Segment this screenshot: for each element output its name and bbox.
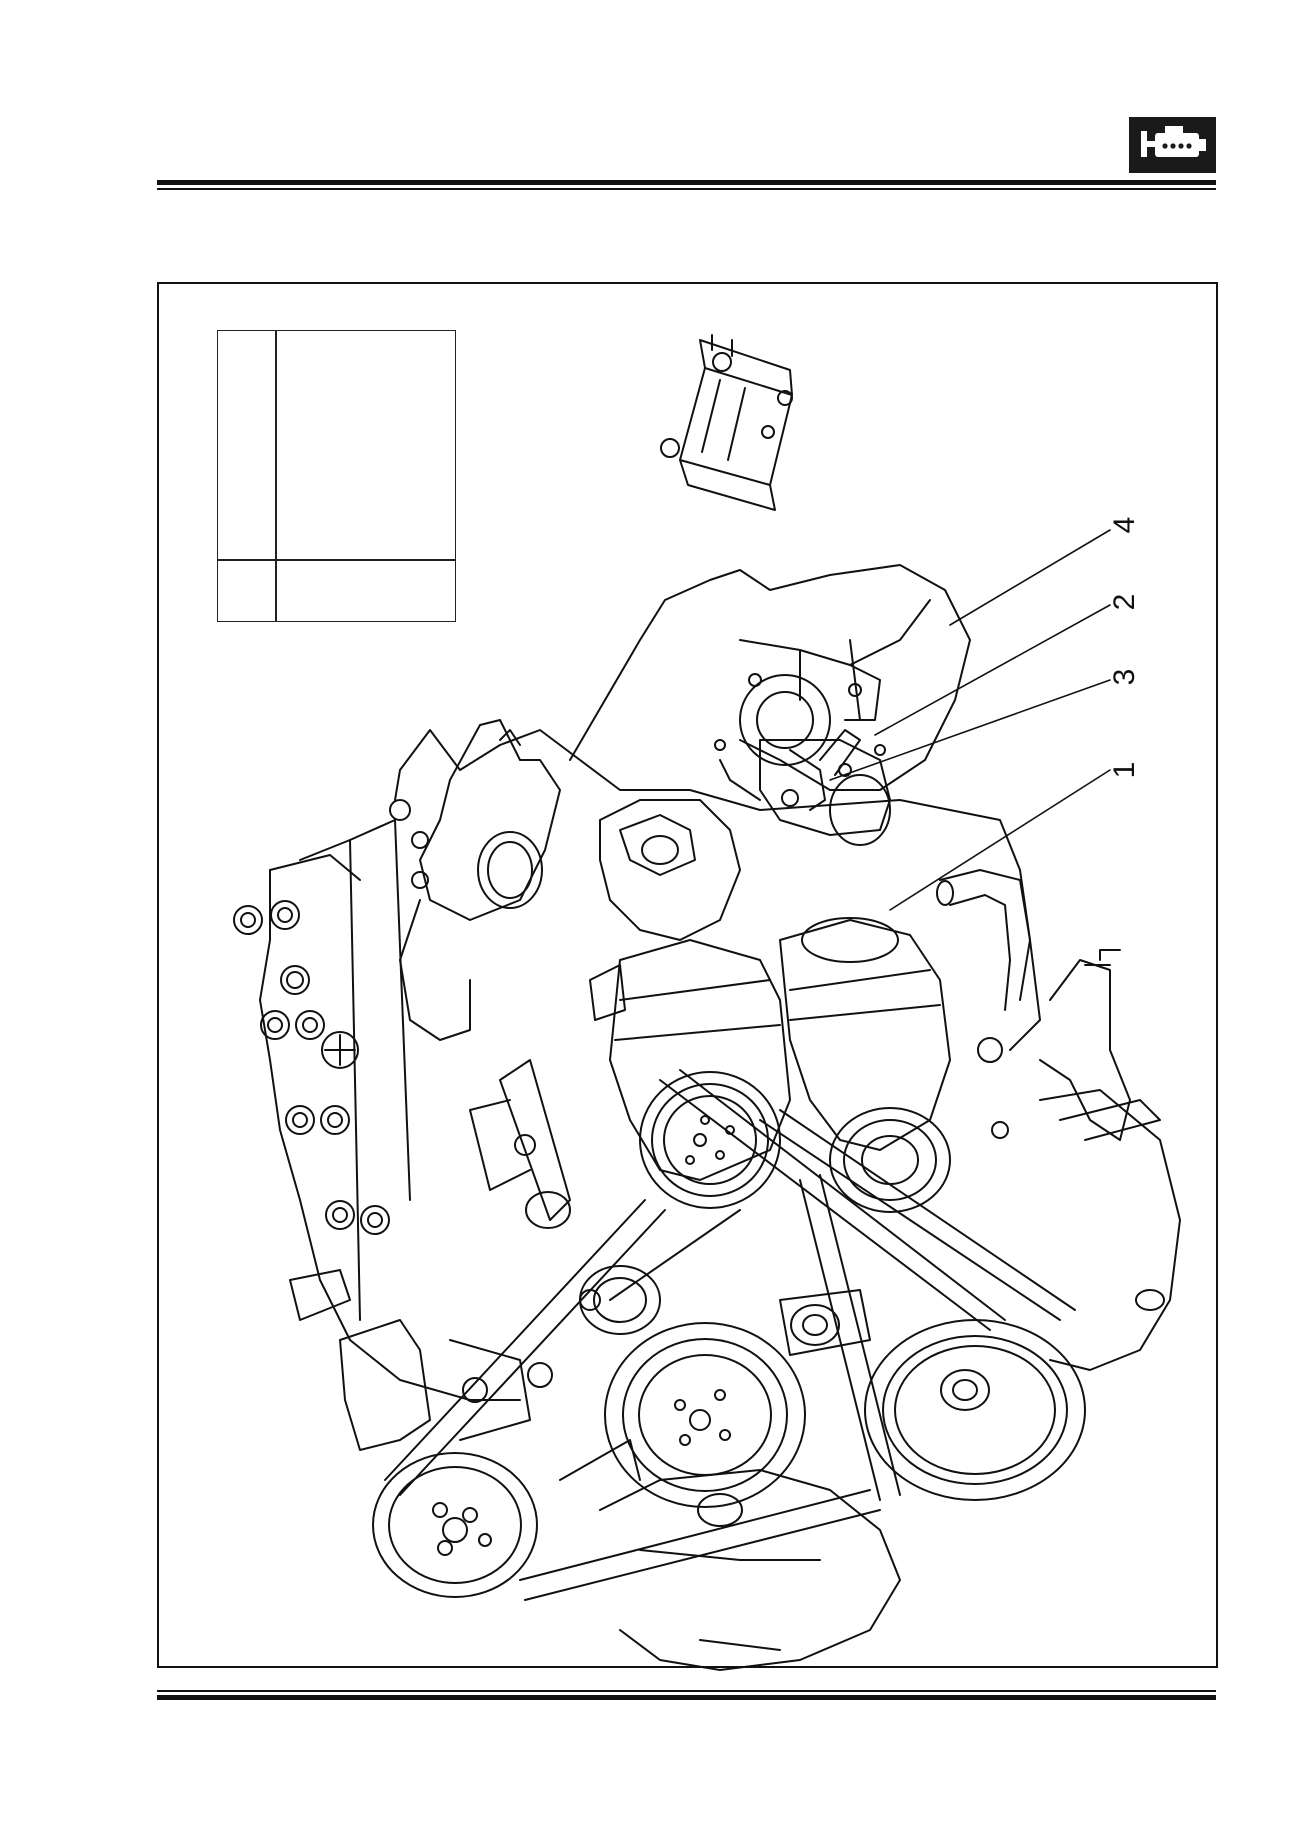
belt-tensioner <box>779 1289 871 1356</box>
engine-block <box>259 729 1041 1401</box>
engine-mount-arm <box>977 949 1181 1371</box>
thermostat-housing <box>399 719 561 1041</box>
drive-belt <box>384 1069 1076 1601</box>
footer-rule-thick <box>157 1695 1216 1700</box>
alternator <box>779 917 951 1213</box>
table-divider-horizontal <box>218 559 455 561</box>
engine-icon <box>1129 117 1216 173</box>
callout-leaders <box>829 529 1111 911</box>
timing-cover <box>599 1469 901 1671</box>
intake-manifold <box>599 759 761 941</box>
callout-2: 2 <box>1108 593 1141 611</box>
header-rule-thin <box>157 188 1216 190</box>
filler-tube <box>469 1059 571 1229</box>
mounting-bracket <box>660 334 793 511</box>
bell-housing <box>569 564 971 791</box>
table-divider-vertical <box>275 331 277 621</box>
callout-3: 3 <box>1108 668 1141 686</box>
ac-compressor <box>589 939 791 1209</box>
footer-rule-thin <box>157 1690 1216 1692</box>
figure-frame <box>157 282 1218 1668</box>
callout-4: 4 <box>1108 516 1141 534</box>
spec-table <box>217 330 456 622</box>
callout-1: 1 <box>1108 761 1141 779</box>
front-cover-bosses <box>233 799 429 1235</box>
coolant-hose <box>936 869 1031 1011</box>
power-steering-pulley <box>372 1452 538 1598</box>
lower-bracket <box>289 1269 641 1481</box>
water-pump-pulley <box>579 1265 806 1508</box>
header-rule-thick <box>157 180 1216 185</box>
starter-motor <box>759 729 891 846</box>
crankshaft-pulley <box>864 1319 1086 1501</box>
